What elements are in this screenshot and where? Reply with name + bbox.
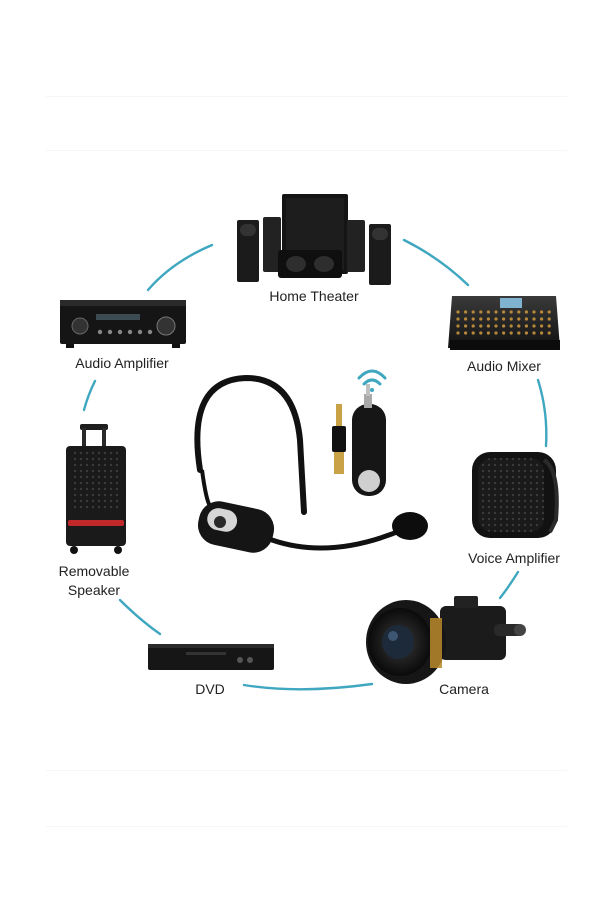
mixer-knob — [524, 331, 529, 335]
connector-arc-home-to-mixer — [402, 238, 470, 287]
label-camera: Camera — [439, 681, 489, 697]
mixer-knob — [502, 324, 506, 328]
mixer-knob — [547, 310, 551, 314]
mixer-knob — [540, 317, 544, 321]
mixer-knob — [456, 331, 460, 335]
audio-amplifier-icon — [60, 300, 186, 348]
mixer-knob — [532, 331, 536, 335]
mixer-knob — [540, 310, 544, 314]
mixer-knob — [524, 317, 529, 321]
bg-line — [46, 150, 567, 151]
label-removable-speaker: Removable Speaker — [46, 562, 142, 600]
audio-mixer-icon — [448, 296, 560, 350]
mixer-knob — [494, 324, 498, 328]
bg-line — [46, 826, 567, 827]
mixer-knob — [486, 317, 490, 321]
mixer-knob — [502, 310, 506, 314]
mixer-knob — [464, 310, 468, 314]
mixer-knob — [509, 310, 513, 314]
mixer-knob — [540, 324, 544, 328]
camera-icon — [366, 596, 526, 684]
connector-arc-voice-to-camera — [498, 570, 520, 600]
connector-arc-home-to-amplifier — [146, 243, 214, 292]
label-voice-amplifier: Voice Amplifier — [468, 550, 560, 566]
mixer-knob — [509, 317, 513, 321]
mixer-knob — [502, 317, 506, 321]
connector-arc-mixer-to-voice — [536, 378, 548, 448]
mixer-knob — [456, 310, 460, 314]
label-home-theater: Home Theater — [269, 288, 359, 304]
mixer-knob — [471, 331, 475, 335]
mixer-knob — [502, 331, 506, 335]
mixer-knob — [456, 324, 460, 328]
mixer-knob — [479, 317, 483, 321]
mixer-knob — [471, 317, 475, 321]
voice-amplifier-icon — [472, 452, 559, 538]
wifi-signal-icon — [357, 369, 387, 392]
mixer-knob — [517, 310, 521, 314]
mixer-knob — [524, 324, 529, 328]
mixer-knob — [494, 317, 498, 321]
label-removable-speaker-line2: Speaker — [67, 582, 121, 598]
mixer-knob — [532, 317, 536, 321]
headset-microphone-icon — [194, 374, 428, 553]
connector-arcs — [82, 238, 548, 691]
home-theater-icon — [237, 194, 391, 285]
mixer-knob — [471, 310, 475, 314]
mixer-knob — [517, 331, 521, 335]
mixer-knob — [456, 317, 460, 321]
mixer-knob — [547, 324, 551, 328]
bg-line — [46, 96, 567, 97]
mixer-knob — [547, 317, 551, 321]
mixer-knob — [486, 324, 490, 328]
mixer-knob — [479, 331, 483, 335]
mixer-knob — [517, 324, 521, 328]
connector-arc-speaker-to-dvd — [118, 598, 162, 636]
label-audio-amplifier: Audio Amplifier — [75, 355, 169, 371]
mixer-knob — [479, 310, 483, 314]
mixer-knob — [471, 324, 475, 328]
mixer-knob — [494, 331, 498, 335]
mixer-knob — [464, 324, 468, 328]
mixer-knob — [479, 324, 483, 328]
mixer-knob — [532, 310, 536, 314]
label-dvd: DVD — [195, 681, 225, 697]
connector-arc-dvd-to-camera — [242, 682, 374, 691]
dvd-player-icon — [148, 644, 274, 670]
mixer-knob — [540, 331, 544, 335]
mixer-knob — [486, 331, 490, 335]
audio-adapter-icon — [332, 404, 346, 474]
label-audio-mixer: Audio Mixer — [467, 358, 541, 374]
mixer-knob — [524, 310, 529, 314]
connector-arc-amplifier-to-speaker — [82, 379, 97, 412]
mixer-knob — [509, 331, 513, 335]
mixer-knob — [464, 317, 468, 321]
label-removable-speaker-line1: Removable — [58, 563, 130, 579]
mixer-knob — [532, 324, 536, 328]
bg-line — [46, 770, 567, 771]
mixer-knob — [517, 317, 521, 321]
mixer-knob — [547, 331, 551, 335]
mixer-knob — [464, 331, 468, 335]
trolley-speaker-icon — [66, 424, 126, 554]
wireless-receiver-icon — [352, 384, 386, 496]
mixer-knob — [509, 324, 513, 328]
mixer-knob — [486, 310, 490, 314]
mixer-knob — [494, 310, 498, 314]
